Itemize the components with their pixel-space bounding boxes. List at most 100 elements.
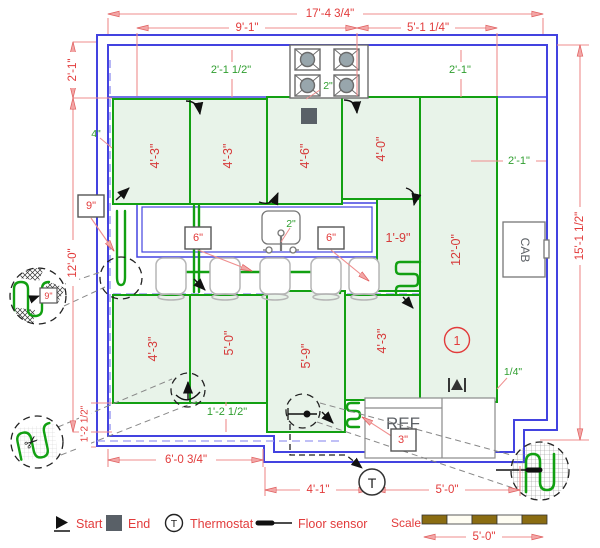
dim-top-left: 9'-1" (236, 22, 259, 34)
dim-top-overall: 17'-4 3/4" (306, 8, 354, 20)
start-callout-circle (170, 372, 206, 408)
arrow-icon (321, 411, 334, 424)
floor-sensor-symbol-icon (287, 408, 317, 420)
inner-wall (107, 44, 548, 453)
detail-spacing-circle: 9" (9, 267, 67, 325)
zone-number: 1 (454, 334, 461, 348)
zone-number-badge: 1 (443, 326, 471, 354)
cable-u-loop (115, 209, 127, 287)
offset-right-side: 2'-1" (508, 155, 530, 167)
thermostat-wire (289, 424, 363, 469)
spacing-label: 9" (44, 291, 52, 301)
arrow-icon (401, 296, 414, 309)
arrow-icon (258, 191, 279, 206)
cabinet: CAB (502, 221, 550, 278)
legend-start: Start (76, 517, 103, 531)
offset-sink: 2" (286, 218, 296, 230)
mat-region (376, 198, 421, 292)
end-marker-icon (301, 108, 317, 124)
scale-dim-text: 5'-0" (473, 531, 496, 543)
legend-floor-sensor: Floor sensor (298, 517, 367, 531)
cable-comb (394, 260, 422, 296)
dim-bottom-mid: 4'-1" (307, 484, 330, 496)
stool (259, 257, 291, 295)
dim-bottom-left: 6'-0 3/4" (165, 454, 207, 466)
stool (310, 257, 342, 295)
mat-region (112, 294, 191, 404)
mat-label: 4'-3" (148, 144, 162, 169)
mat-label: 4'-3" (375, 329, 389, 354)
island-inner (141, 206, 373, 253)
offset-bottom: 1'-2 1/2" (207, 406, 247, 418)
mat-label: 4'-3" (146, 337, 160, 362)
offset-counter-left: 2'-1 1/2" (211, 64, 251, 76)
mat-label: 4'-3" (221, 144, 235, 169)
mat-label: 5'-0" (222, 331, 236, 356)
cab-label: CAB (518, 238, 532, 263)
loop-callout-circle (99, 256, 143, 300)
spacing-label-island-left: 6" (193, 232, 203, 244)
mat-label: 4'-6" (298, 144, 312, 169)
spacing-label-ref: 3" (398, 434, 408, 446)
refrigerator: REF (364, 397, 496, 459)
cable-ref-zigzag (345, 401, 362, 429)
arrow-icon (185, 100, 204, 116)
sensor-callout-circle (285, 393, 321, 429)
heating-mats (112, 96, 498, 433)
dim-left-bottom: 1'-2 1/2" (80, 405, 91, 442)
mat-labels: 4'-3" 4'-3" 4'-6" 4'-0" 12'-0" 1'-9" 4'-… (146, 137, 471, 369)
scale-bar (421, 514, 548, 525)
dim-top-right: 5'-1 1/4" (407, 22, 449, 34)
burner-icon (333, 48, 360, 71)
dim-left-main: 12'-0" (67, 248, 79, 277)
offset-leaders (99, 89, 546, 390)
legend-end: End (128, 517, 150, 531)
stool (209, 257, 241, 295)
fixtures: REF CAB (155, 44, 550, 459)
offset-quarter: 1/4" (504, 366, 523, 378)
spacing-label-box (39, 287, 58, 304)
spacing-label-island-right: 6" (326, 232, 336, 244)
stool (348, 257, 380, 295)
burner-icon (333, 74, 360, 97)
arrow-icon (343, 99, 362, 115)
scale-dimension: 5'-0" (424, 531, 543, 543)
stool (155, 257, 187, 295)
mat-region (189, 98, 268, 205)
start-callout-contents (175, 380, 201, 401)
dim-left-top: 2'-1" (67, 59, 79, 82)
start-arrow-icon (115, 187, 130, 201)
thermostat-icon: T (164, 513, 184, 533)
mat-label: 5'-9" (299, 344, 313, 369)
detail-cut-circle: ✂ (10, 415, 64, 469)
detail-sensor-circle (496, 441, 570, 501)
burner-icon (294, 48, 321, 71)
dimension-texts: 17'-4 3/4" 9'-1" 5'-1 1/4" 2'-1" 12'-0" … (66, 8, 587, 496)
offset-labels: 2'-1 1/2" 2'-1" 4" 2" 2" 2'-1" 1/4" 1'-2… (91, 64, 530, 418)
offset-stove: 2" (323, 80, 333, 92)
start-icon (54, 516, 70, 532)
mat-label: 4'-0" (374, 137, 388, 162)
boxed-labels: 9" 6" 6" 3" (77, 194, 417, 452)
plan-callout-circles (99, 256, 321, 429)
offset-counter-right: 2'-1" (449, 64, 471, 76)
mat-label: 1'-9" (386, 231, 411, 245)
sink (261, 210, 301, 254)
direction-arrows (115, 99, 422, 424)
offset-wall-gap: 4" (91, 128, 101, 140)
thermostat-letter: T (368, 475, 377, 491)
legend-thermostat: Thermostat (190, 517, 254, 531)
mat-end-symbol-icon (448, 378, 466, 392)
legend: Start End T Thermostat Floor sensor Scal… (54, 513, 548, 543)
mat-label: 12'-0" (449, 234, 463, 266)
burner-icon (294, 74, 321, 97)
end-icon (106, 515, 122, 531)
spacing-label-left: 9" (86, 200, 96, 212)
mat-region (419, 96, 498, 403)
stove (289, 44, 369, 99)
thermostat-on-plan: T (358, 468, 386, 496)
arrow-icon (193, 278, 206, 291)
dim-right-main: 15'-1 1/2" (574, 212, 586, 260)
